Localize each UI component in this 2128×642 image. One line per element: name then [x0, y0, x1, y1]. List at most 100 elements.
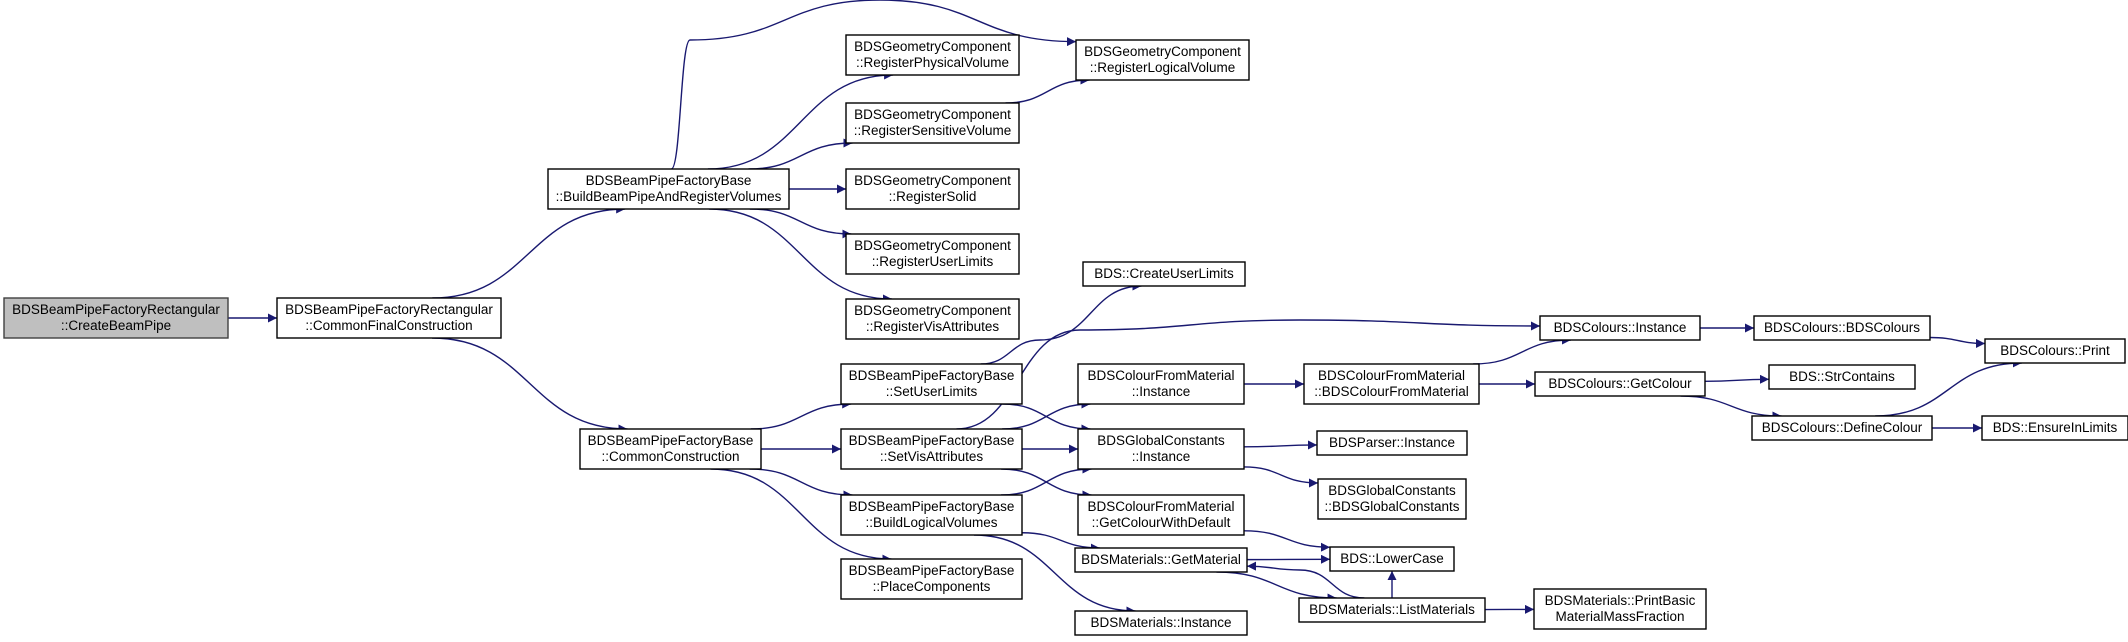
node-box: [845, 34, 1020, 76]
node-label-line: BDSBeamPipeFactoryRectangular: [285, 302, 493, 317]
node-label-line: BDSColours::Instance: [1554, 320, 1687, 335]
edge-n13-n19: [973, 534, 1136, 616]
node-n11[interactable]: BDSBeamPipeFactoryBase::SetUserLimits: [840, 363, 1023, 405]
node-n16[interactable]: BDSGlobalConstants::Instance: [1077, 428, 1245, 470]
node-label-line: ::GetColourWithDefault: [1092, 515, 1231, 530]
node-n19[interactable]: BDSMaterials::Instance: [1074, 610, 1248, 636]
node-n8[interactable]: BDSGeometryComponent::RegisterVisAttribu…: [845, 298, 1020, 340]
node-label-line: BDSGeometryComponent: [854, 303, 1011, 318]
node-label-line: ::Instance: [1132, 449, 1191, 464]
node-box: [1317, 478, 1467, 520]
edge-n16-n21: [1243, 440, 1318, 450]
node-label-line: ::RegisterVisAttributes: [866, 319, 1000, 334]
node-box: [547, 168, 790, 210]
node-label-line: BDSGeometryComponent: [854, 238, 1011, 253]
edge-n2-n9: [670, 0, 1077, 170]
node-n21[interactable]: BDSParser::Instance: [1316, 430, 1468, 456]
node-label-line: BDSGeometryComponent: [1084, 44, 1241, 59]
node-box: [579, 428, 762, 470]
node-n5[interactable]: BDSGeometryComponent::RegisterSensitiveV…: [845, 102, 1020, 144]
edge-n5-n9: [1005, 75, 1090, 104]
node-box: [1077, 428, 1245, 470]
node-n2[interactable]: BDSBeamPipeFactoryBase::BuildBeamPipeAnd…: [547, 168, 790, 210]
edge-n3-n14: [710, 468, 892, 564]
node-n24[interactable]: BDSMaterials::ListMaterials: [1298, 597, 1486, 623]
node-n0[interactable]: BDSBeamPipeFactoryRectangular::CreateBea…: [3, 297, 229, 339]
node-box: [1074, 547, 1248, 573]
node-n4[interactable]: BDSGeometryComponent::RegisterPhysicalVo…: [845, 34, 1020, 76]
node-n12[interactable]: BDSBeamPipeFactoryBase::SetVisAttributes: [840, 428, 1023, 470]
node-label-line: BDSMaterials::PrintBasic: [1545, 593, 1696, 608]
node-n31[interactable]: BDSColours::Print: [1984, 338, 2126, 364]
node-box: [845, 298, 1020, 340]
node-n1[interactable]: BDSBeamPipeFactoryRectangular::CommonFin…: [276, 297, 502, 339]
node-label-line: BDS::EnsureInLimits: [1993, 420, 2118, 435]
node-label-line: BDSColours::DefineColour: [1762, 420, 1923, 435]
node-box: [840, 363, 1023, 405]
node-n10[interactable]: BDS::CreateUserLimits: [1082, 261, 1246, 287]
node-box: [1981, 415, 2128, 441]
node-box: [845, 168, 1020, 210]
node-box: [1984, 338, 2126, 364]
edge-n24-n18: [1246, 561, 1365, 599]
nodes-layer: BDSBeamPipeFactoryRectangular::CreateBea…: [3, 34, 2128, 636]
node-n26[interactable]: BDSColours::GetColour: [1534, 371, 1706, 397]
edge-n11-n10: [980, 281, 1142, 365]
node-box: [1074, 610, 1248, 636]
node-label-line: BDSColours::GetColour: [1548, 376, 1692, 391]
node-label-line: ::BuildLogicalVolumes: [865, 515, 997, 530]
node-n18[interactable]: BDSMaterials::GetMaterial: [1074, 547, 1248, 573]
node-n23[interactable]: BDS::LowerCase: [1329, 546, 1455, 572]
node-n7[interactable]: BDSGeometryComponent::RegisterUserLimits: [845, 233, 1020, 275]
node-label-line: BDSParser::Instance: [1329, 435, 1455, 450]
node-n28[interactable]: BDSColours::BDSColours: [1753, 315, 1931, 341]
node-label-line: BDSBeamPipeFactoryBase: [849, 563, 1015, 578]
node-n25[interactable]: BDSColours::Instance: [1539, 315, 1701, 341]
node-box: [1539, 315, 1701, 341]
node-n6[interactable]: BDSGeometryComponent::RegisterSolid: [845, 168, 1020, 210]
edge-n12-n15: [1002, 399, 1091, 430]
node-label-line: BDSGlobalConstants: [1097, 433, 1225, 448]
node-n32[interactable]: BDS::EnsureInLimits: [1981, 415, 2128, 441]
node-box: [1075, 39, 1250, 81]
node-label-line: ::PlaceComponents: [873, 579, 991, 594]
node-n15[interactable]: BDSColourFromMaterial::Instance: [1077, 363, 1245, 405]
node-n27[interactable]: BDSMaterials::PrintBasicMaterialMassFrac…: [1533, 588, 1707, 630]
node-n14[interactable]: BDSBeamPipeFactoryBase::PlaceComponents: [840, 558, 1023, 600]
node-label-line: BDSBeamPipeFactoryBase: [849, 368, 1015, 383]
node-n29[interactable]: BDS::StrContains: [1768, 364, 1916, 390]
node-box: [1303, 363, 1480, 405]
node-label-line: BDSGeometryComponent: [854, 173, 1011, 188]
node-box: [1533, 588, 1707, 630]
node-box: [3, 297, 229, 339]
edge-n2-n8: [709, 208, 892, 304]
edge-n28-n31: [1929, 336, 1986, 348]
node-box: [845, 233, 1020, 275]
node-label-line: BDSColourFromMaterial: [1318, 368, 1465, 383]
node-label-line: BDSColourFromMaterial: [1087, 368, 1234, 383]
node-label-line: ::RegisterLogicalVolume: [1090, 60, 1236, 75]
node-n20[interactable]: BDSColourFromMaterial::BDSColourFromMate…: [1303, 363, 1480, 405]
edge-n2-n4: [707, 70, 894, 170]
edge-n13-n16: [1001, 464, 1092, 496]
node-box: [840, 558, 1023, 600]
node-label-line: ::BDSGlobalConstants: [1324, 499, 1459, 514]
node-n13[interactable]: BDSBeamPipeFactoryBase::BuildLogicalVolu…: [840, 494, 1023, 536]
node-box: [840, 428, 1023, 470]
node-n30[interactable]: BDSColours::DefineColour: [1751, 415, 1933, 441]
node-label-line: ::CommonFinalConstruction: [305, 318, 472, 333]
node-label-line: BDS::CreateUserLimits: [1094, 266, 1234, 281]
node-box: [1534, 371, 1706, 397]
node-label-line: BDSGeometryComponent: [854, 107, 1011, 122]
edge-n2-n5: [748, 138, 853, 170]
node-box: [1751, 415, 1933, 441]
node-n22[interactable]: BDSGlobalConstants::BDSGlobalConstants: [1317, 478, 1467, 520]
node-n3[interactable]: BDSBeamPipeFactoryBase::CommonConstructi…: [579, 428, 762, 470]
edge-n1-n2: [432, 204, 626, 299]
node-label-line: BDSMaterials::ListMaterials: [1309, 602, 1475, 617]
node-n17[interactable]: BDSColourFromMaterial::GetColourWithDefa…: [1077, 494, 1245, 536]
node-label-line: BDS::StrContains: [1789, 369, 1895, 384]
node-n9[interactable]: BDSGeometryComponent::RegisterLogicalVol…: [1075, 39, 1250, 81]
node-label-line: BDSMaterials::Instance: [1090, 615, 1231, 630]
node-label-line: BDSBeamPipeFactoryRectangular: [12, 302, 220, 317]
